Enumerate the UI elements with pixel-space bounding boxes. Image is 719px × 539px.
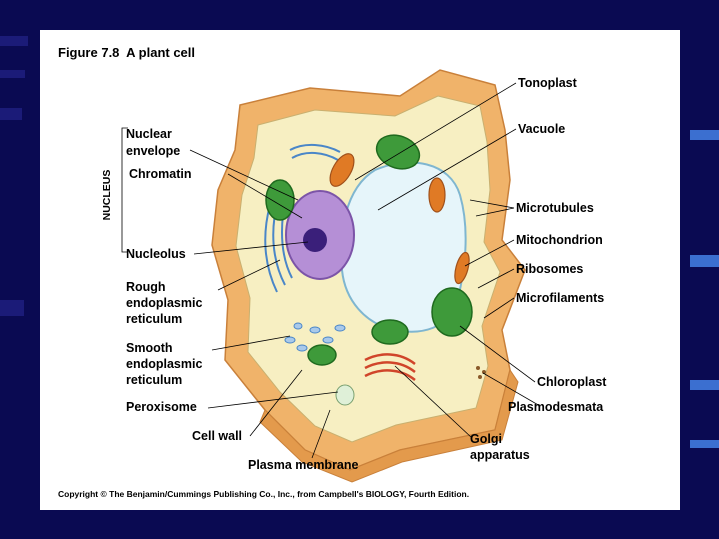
nucleus-group-label: NUCLEUS — [101, 170, 113, 221]
label-rough-er: Rough endoplasmic reticulum — [126, 280, 206, 326]
mitochondrion-shapes — [329, 153, 470, 285]
cell-wall-face — [259, 368, 519, 483]
label-microfilaments: Microfilaments — [516, 291, 604, 305]
label-golgi: Golgi apparatus — [470, 432, 530, 462]
label-ribosomes: Ribosomes — [516, 262, 583, 276]
figure-title: Figure 7.8 A plant cell — [58, 45, 196, 60]
label-tonoplast: Tonoplast — [518, 76, 578, 90]
label-microtubules: Microtubules — [516, 201, 594, 215]
label-chloroplast: Chloroplast — [537, 375, 607, 389]
figure-slide: Figure 7.8 A plant cell — [40, 30, 680, 510]
copyright-text: Copyright © The Benjamin/Cummings Publis… — [58, 489, 470, 499]
label-smooth-er: Smooth endoplasmic reticulum — [126, 341, 206, 387]
peroxisome-shape — [335, 384, 355, 406]
label-peroxisome: Peroxisome — [126, 400, 197, 414]
label-mitochondrion: Mitochondrion — [516, 233, 603, 247]
nucleus-bracket — [121, 127, 128, 253]
label-chromatin: Chromatin — [129, 167, 192, 181]
label-nuclear-envelope: Nuclear envelope — [126, 127, 180, 158]
leader-lines — [189, 82, 541, 459]
label-plasmodesmata: Plasmodesmata — [508, 400, 604, 414]
golgi-shape — [364, 353, 416, 382]
label-cell-wall: Cell wall — [192, 429, 242, 443]
label-nucleolus: Nucleolus — [126, 247, 186, 261]
plant-cell-diagram: NUCLEUS Nuclear envelope Chromatin Nucle… — [92, 68, 626, 486]
smooth-er-shape — [284, 322, 346, 352]
nucleolus-shape — [303, 228, 327, 252]
label-plasma-membrane: Plasma membrane — [248, 458, 359, 472]
label-vacuole: Vacuole — [518, 122, 565, 136]
